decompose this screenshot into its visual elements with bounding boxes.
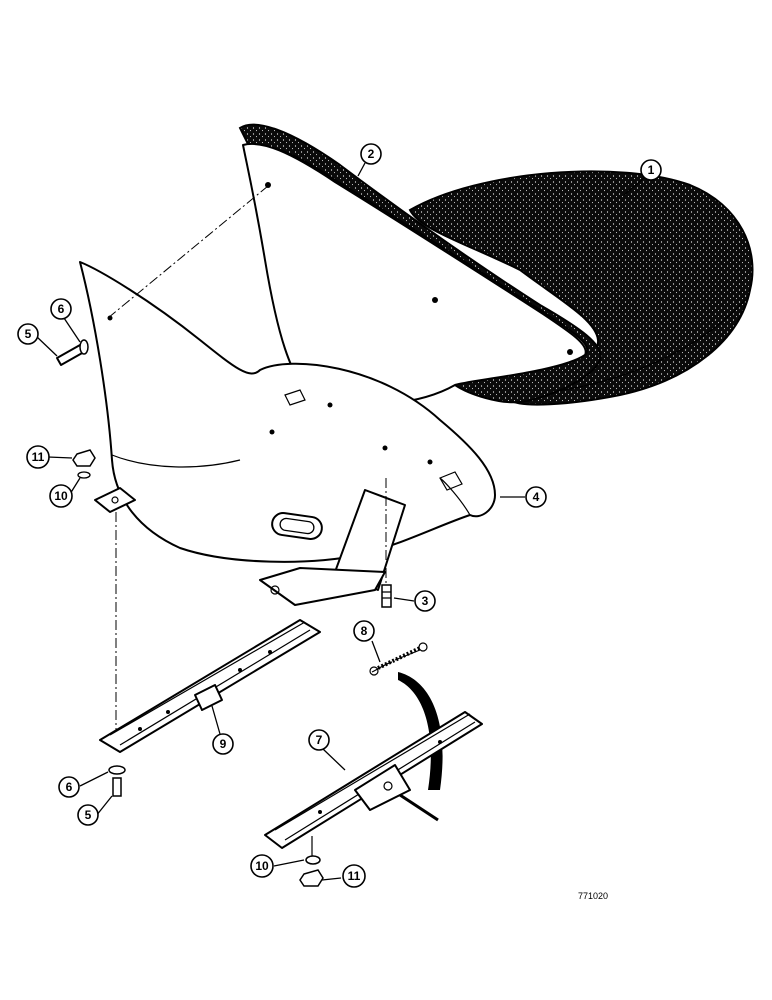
callout-11-lower-label: 11: [348, 869, 361, 883]
backrest-shell: [242, 142, 587, 406]
nut-washer-upper: [72, 449, 96, 479]
callout-5-upper-label: 5: [25, 327, 32, 341]
callout-2-label: 2: [368, 147, 375, 161]
nut-washer-lower: [299, 836, 324, 887]
callout-3-label: 3: [422, 594, 429, 608]
callout-8-label: 8: [361, 624, 368, 638]
callout-11-upper-label: 11: [32, 450, 45, 464]
callout-4: 4: [525, 486, 547, 508]
callout-10-upper: 10: [49, 484, 73, 508]
callout-8: 8: [353, 620, 375, 642]
seat-track-right: [264, 711, 483, 849]
callout-10-lower-label: 10: [255, 859, 269, 873]
callout-5-lower: 5: [77, 804, 99, 826]
callout-11-lower: 11: [342, 864, 366, 888]
leader-lines: [35, 162, 645, 881]
callout-6-lower: 6: [58, 776, 80, 798]
spring-8: [369, 642, 428, 676]
callout-5-lower-label: 5: [85, 808, 92, 822]
callout-5-upper: 5: [17, 323, 39, 345]
callout-9-label: 9: [220, 737, 227, 751]
callout-7: 7: [308, 729, 330, 751]
callout-10-upper-label: 10: [54, 489, 68, 503]
alignment-lines: [107, 185, 387, 740]
callout-11-upper: 11: [26, 445, 50, 469]
connecting-strap: [398, 672, 443, 790]
callout-6-upper: 6: [50, 298, 72, 320]
bolt-washer-upper: [56, 339, 89, 366]
figure-number: 771020: [578, 891, 608, 901]
callout-7-label: 7: [316, 733, 323, 747]
stud-3: [381, 584, 392, 608]
callout-6-lower-label: 6: [66, 780, 73, 794]
callout-9: 9: [212, 733, 234, 755]
backrest-upholstery: [238, 123, 602, 404]
bolt-washer-lower: [108, 765, 126, 797]
callout-4-label: 4: [533, 490, 540, 504]
callout-10-lower: 10: [250, 854, 274, 878]
callout-2: 2: [360, 143, 382, 165]
callout-3: 3: [414, 590, 436, 612]
seat-pan: [79, 261, 496, 606]
callout-6-upper-label: 6: [58, 302, 65, 316]
seat-track-left: [99, 619, 321, 753]
callout-1: 1: [640, 159, 662, 181]
callout-1-label: 1: [648, 163, 655, 177]
